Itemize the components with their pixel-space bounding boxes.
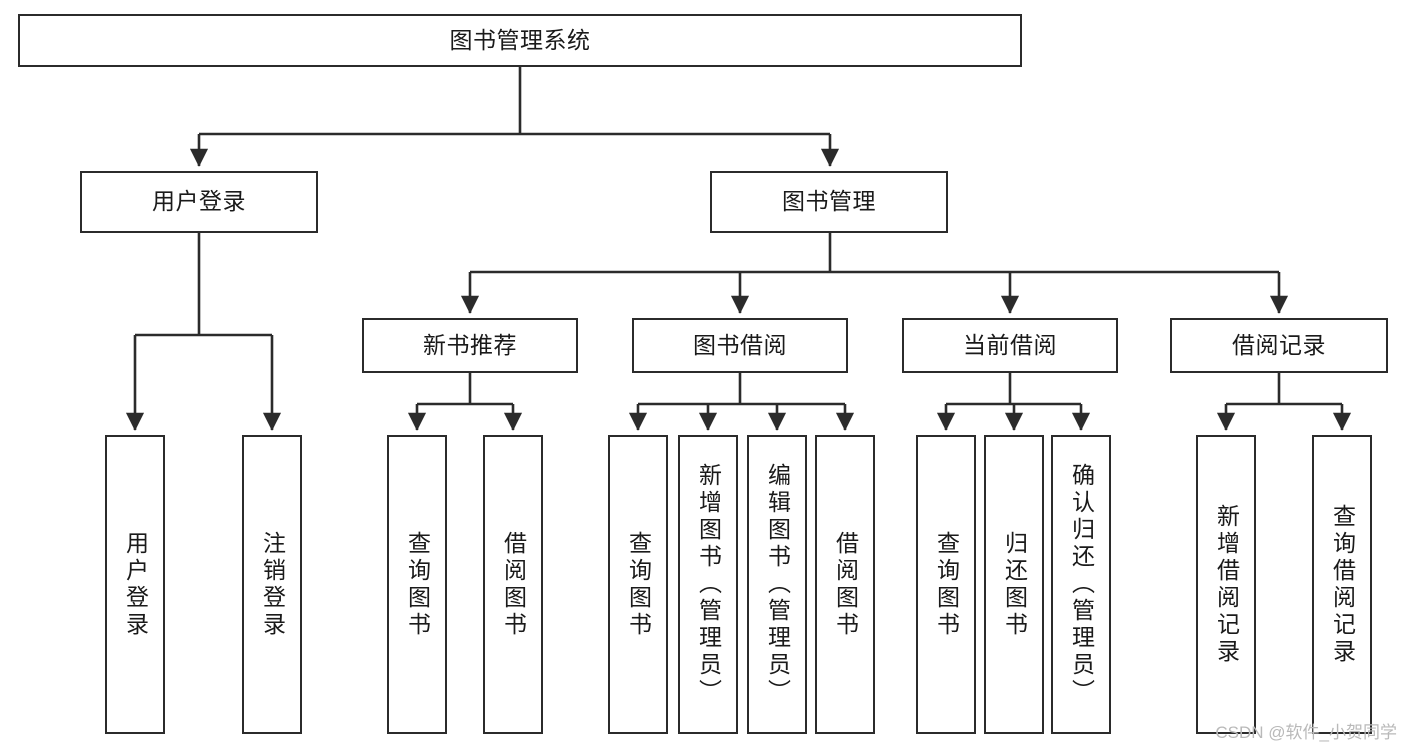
node-leaf-query-book-3[interactable]: 查询图书 <box>916 435 976 734</box>
node-leaf-return-book[interactable]: 归还图书 <box>984 435 1044 734</box>
node-new-book-rec[interactable]: 新书推荐 <box>362 318 578 373</box>
node-current-borrow[interactable]: 当前借阅 <box>902 318 1118 373</box>
node-leaf-add-record[interactable]: 新增借阅记录 <box>1196 435 1256 734</box>
node-leaf-edit-book[interactable]: 编辑图书（管理员） <box>747 435 807 734</box>
watermark-text: CSDN @软件_小贺同学 <box>1215 723 1397 742</box>
node-leaf-query-book-2-label: 查询图书 <box>625 530 652 639</box>
node-leaf-add-book[interactable]: 新增图书（管理员） <box>678 435 738 734</box>
node-user-login-label: 用户登录 <box>152 188 246 215</box>
node-leaf-user-logout[interactable]: 注销登录 <box>242 435 302 734</box>
node-leaf-query-book-1-label: 查询图书 <box>404 530 431 639</box>
node-new-book-rec-label: 新书推荐 <box>423 331 517 358</box>
node-book-manage[interactable]: 图书管理 <box>710 171 948 233</box>
node-leaf-add-record-label: 新增借阅记录 <box>1213 503 1240 666</box>
node-current-borrow-label: 当前借阅 <box>963 331 1057 358</box>
node-leaf-confirm-return[interactable]: 确认归还（管理员） <box>1051 435 1111 734</box>
node-root-label: 图书管理系统 <box>449 26 591 53</box>
node-leaf-return-book-label: 归还图书 <box>1001 530 1028 639</box>
node-leaf-add-book-label: 新增图书（管理员） <box>695 463 722 706</box>
node-leaf-query-book-3-label: 查询图书 <box>933 530 960 639</box>
node-user-login[interactable]: 用户登录 <box>80 171 318 233</box>
node-leaf-borrow-book-2-label: 借阅图书 <box>832 530 859 639</box>
node-leaf-borrow-book-1[interactable]: 借阅图书 <box>483 435 543 734</box>
node-leaf-borrow-book-1-label: 借阅图书 <box>500 530 527 639</box>
node-leaf-query-book-2[interactable]: 查询图书 <box>608 435 668 734</box>
node-leaf-query-book-1[interactable]: 查询图书 <box>387 435 447 734</box>
node-borrow-record[interactable]: 借阅记录 <box>1170 318 1388 373</box>
node-book-borrow-label: 图书借阅 <box>693 331 787 358</box>
node-leaf-query-record[interactable]: 查询借阅记录 <box>1312 435 1372 734</box>
node-root[interactable]: 图书管理系统 <box>18 14 1022 67</box>
node-borrow-record-label: 借阅记录 <box>1232 331 1326 358</box>
node-leaf-user-login[interactable]: 用户登录 <box>105 435 165 734</box>
node-leaf-query-record-label: 查询借阅记录 <box>1329 503 1356 666</box>
node-book-borrow[interactable]: 图书借阅 <box>632 318 848 373</box>
node-leaf-confirm-return-label: 确认归还（管理员） <box>1068 463 1095 706</box>
node-leaf-borrow-book-2[interactable]: 借阅图书 <box>815 435 875 734</box>
node-leaf-edit-book-label: 编辑图书（管理员） <box>764 463 791 706</box>
node-leaf-user-login-label: 用户登录 <box>122 530 149 639</box>
node-leaf-user-logout-label: 注销登录 <box>259 530 286 639</box>
node-book-manage-label: 图书管理 <box>782 188 876 215</box>
